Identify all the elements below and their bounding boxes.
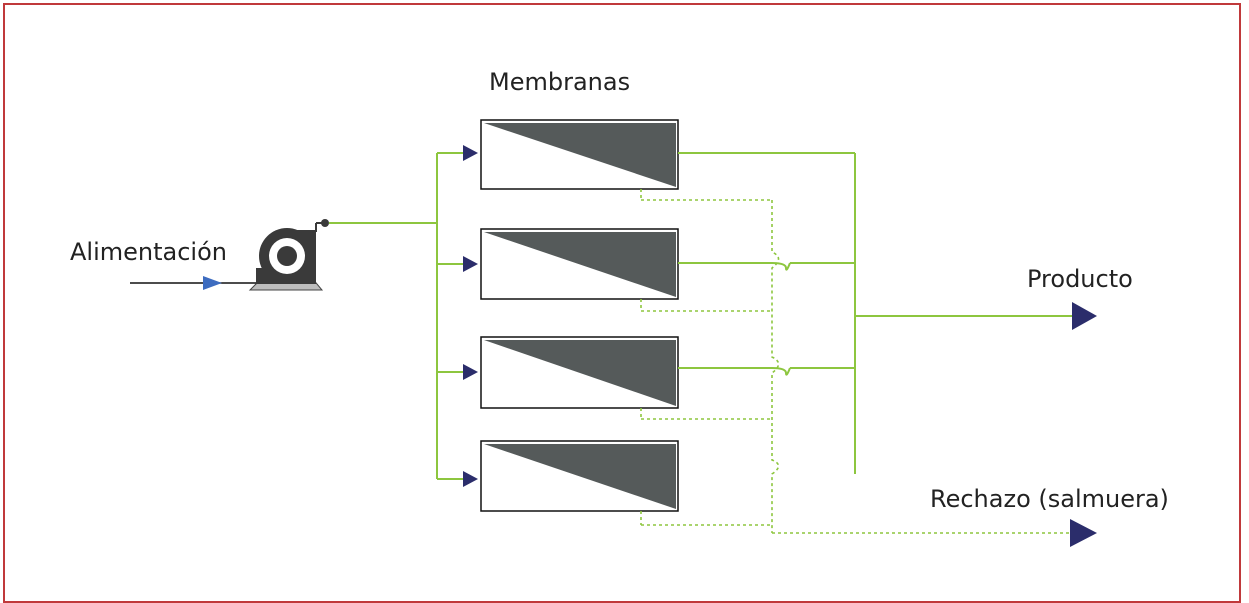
product-label: Producto <box>1027 265 1133 293</box>
membrane-module-2 <box>463 228 679 300</box>
feed-line <box>130 276 258 290</box>
reject-label: Rechazo (salmuera) <box>930 485 1169 513</box>
membrane-module-3 <box>463 336 679 409</box>
product-arrow-icon <box>1072 302 1097 330</box>
feed-manifold <box>329 152 463 480</box>
membrane-module-1 <box>463 119 679 190</box>
pump-icon <box>248 219 329 291</box>
membrane-module-4 <box>463 440 679 512</box>
product-manifold <box>678 152 1072 474</box>
feed-arrow-icon <box>203 276 222 290</box>
reject-manifold <box>640 189 1070 534</box>
reject-arrow-icon <box>1070 519 1097 547</box>
membrane-inlet-arrow-icon <box>463 364 478 380</box>
membrane-inlet-arrow-icon <box>463 145 478 161</box>
membrane-inlet-arrow-icon <box>463 471 478 487</box>
process-diagram: Membranas Alimentación Producto Rechazo … <box>70 68 1169 547</box>
membrane-inlet-arrow-icon <box>463 256 478 272</box>
feed-label: Alimentación <box>70 238 227 266</box>
membranes-label: Membranas <box>489 68 630 96</box>
